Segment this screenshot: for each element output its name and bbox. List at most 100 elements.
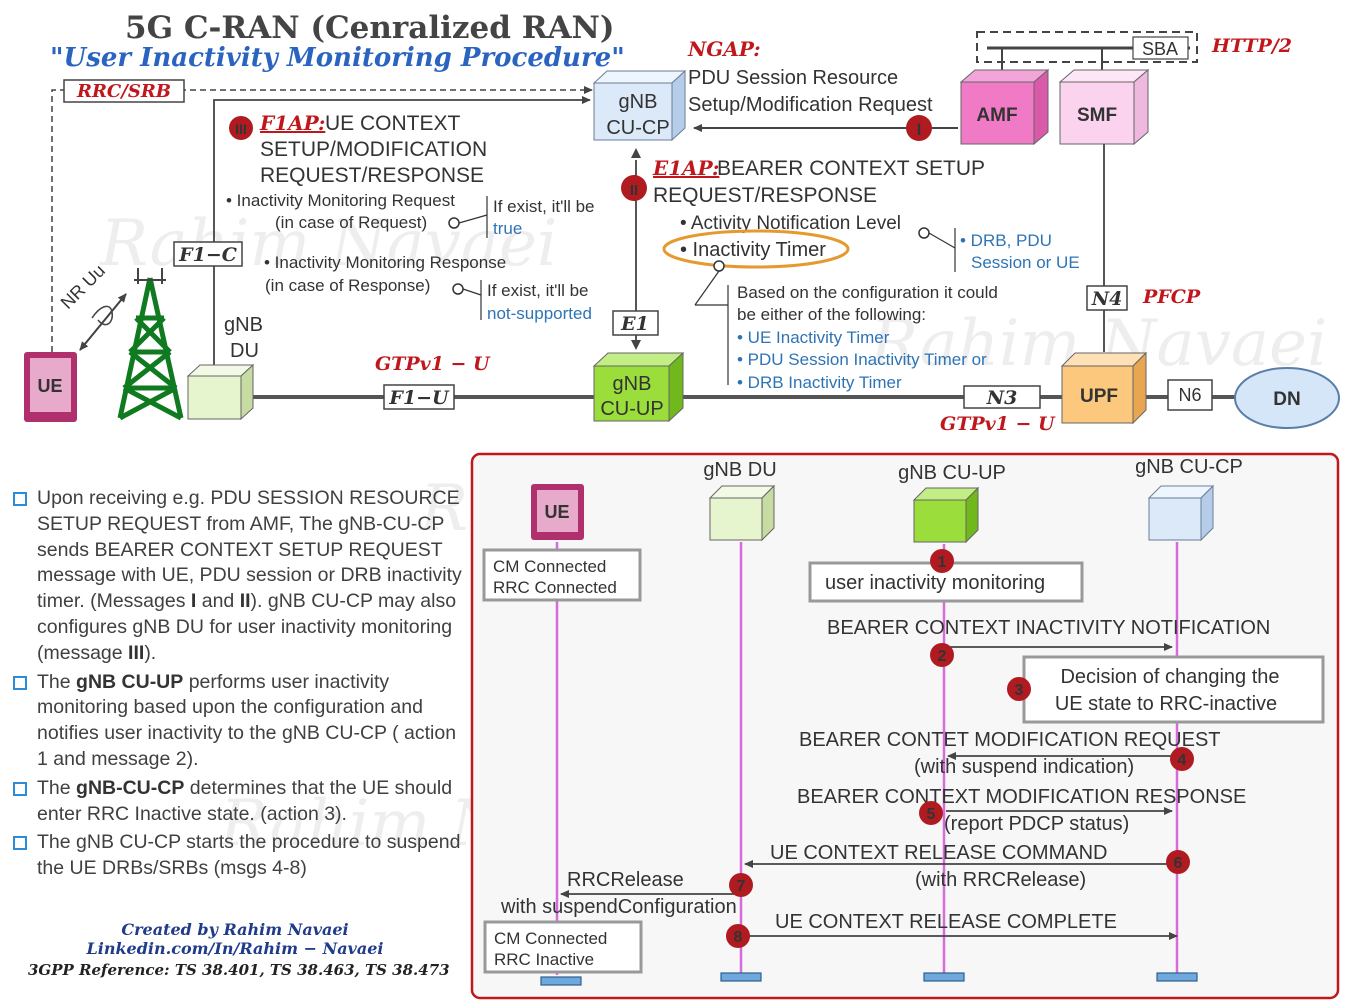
http2-label: HTTP/2 (1211, 35, 1292, 57)
svg-text:• Inactivity Monitoring Respon: • Inactivity Monitoring Response (264, 253, 506, 272)
page-subtitle: "User Inactivity Monitoring Procedure" (50, 43, 625, 73)
svg-text:GTPv1 − U: GTPv1 − U (940, 413, 1056, 435)
ue-state-connected: CM Connected RRC Connected (482, 548, 642, 602)
gnb-cucp-node[interactable]: gNB CU-CP (592, 69, 687, 142)
marker-i: I (906, 115, 932, 141)
upf-node[interactable]: UPF (1060, 351, 1148, 425)
ue-device[interactable]: UE (24, 352, 77, 422)
svg-text:PFCP: PFCP (1142, 286, 1201, 308)
svg-text:I: I (917, 120, 922, 139)
svg-text:E1: E1 (620, 313, 649, 335)
svg-text:UE: UE (544, 502, 569, 522)
svg-text:true: true (493, 219, 522, 238)
svg-text:CM Connected: CM Connected (494, 929, 607, 948)
gnb-cuup-node[interactable]: gNB CU-UP (592, 351, 685, 423)
svg-text:2: 2 (938, 648, 947, 665)
svg-text:REQUEST/RESPONSE: REQUEST/RESPONSE (260, 164, 484, 187)
svg-text:F1AP:: F1AP: (259, 111, 325, 135)
smf-node[interactable]: SMF (1058, 68, 1150, 146)
svg-text:Based on the configuration it: Based on the configuration it could (737, 283, 998, 302)
svg-text:RRC Inactive: RRC Inactive (494, 950, 594, 969)
lifeline-ends (540, 972, 1198, 986)
svg-text:BEARER CONTET MODIFICATION RE: BEARER CONTET MODIFICATION REQUEST (799, 729, 1221, 751)
svg-text:• PDU Session Inactivity Timer: • PDU Session Inactivity Timer or (737, 350, 987, 369)
dn-node[interactable]: DN (1234, 367, 1340, 429)
svg-text:UE CONTEXT RELEASE COMMAND: UE CONTEXT RELEASE COMMAND (770, 842, 1107, 864)
explanation-item: The gNB-CU-CP determines that the UE sho… (12, 776, 467, 828)
svg-text:CM Connected: CM Connected (493, 557, 606, 576)
svg-text:BEARER CONTEXT MODIFICATION R: BEARER CONTEXT MODIFICATION RESPONSE (797, 786, 1246, 808)
msg-7-rrc-release: RRCRelease with suspendConfiguration 7 (500, 869, 753, 918)
gnb-du-node[interactable]: gNB DU (186, 314, 263, 421)
step-3-decision: Decision of changing the UE state to RRC… (1007, 655, 1325, 724)
f1u-label: GTPv1 − U F1−U (375, 353, 491, 410)
msg-5-modification-response: BEARER CONTEXT MODIFICATION RESPONSE (re… (797, 786, 1246, 835)
svg-text:6: 6 (1174, 855, 1183, 872)
svg-text:DN: DN (1273, 389, 1300, 410)
svg-text:• DRB Inactivity Timer: • DRB Inactivity Timer (737, 373, 902, 392)
svg-text:5: 5 (927, 806, 936, 823)
svg-text:F1−U: F1−U (388, 387, 450, 409)
smf-label: SMF (1077, 105, 1117, 126)
svg-text:REQUEST/RESPONSE: REQUEST/RESPONSE (653, 184, 877, 207)
svg-text:gNB: gNB (619, 91, 658, 113)
svg-text:UE state to RRC-inactive: UE state to RRC-inactive (1055, 693, 1277, 715)
svg-text:• Activity Notification Level: • Activity Notification Level (680, 213, 901, 234)
explanation-list: Upon receiving e.g. PDU SESSION RESOURCE… (12, 486, 467, 885)
amf-label: AMF (976, 105, 1017, 126)
svg-text:UPF: UPF (1080, 386, 1118, 407)
f1c-link: F1−C (173, 96, 591, 366)
page-title: 5G C-RAN (Cenralized RAN) (125, 10, 615, 46)
credits: Created by Rahim Navaei Linkedin.com/In/… (0, 920, 470, 980)
seq-lane-cuup: gNB CU-UP (898, 462, 1006, 544)
svg-text:Decision of changing the: Decision of changing the (1060, 666, 1279, 688)
svg-text:CU-CP: CU-CP (606, 117, 669, 139)
svg-text:NR Uu: NR Uu (57, 260, 109, 312)
svg-text:• Inactivity Timer: • Inactivity Timer (680, 239, 826, 261)
svg-text:• UE Inactivity Timer: • UE Inactivity Timer (737, 328, 890, 347)
rrc-srb-label: RRC/SRB (76, 81, 171, 102)
svg-text:F1−C: F1−C (178, 244, 237, 266)
svg-text:GTPv1 − U: GTPv1 − U (375, 353, 491, 375)
svg-text:DU: DU (230, 340, 259, 362)
msg-4-modification-request: BEARER CONTET MODIFICATION REQUEST (with… (799, 729, 1221, 778)
svg-text:E1AP:: E1AP: (652, 156, 719, 180)
f1ap-annotation: III F1AP: UE CONTEXT SETUP/MODIFICATION … (226, 111, 595, 323)
svg-text:RRCRelease: RRCRelease (567, 869, 684, 891)
seq-lane-du: gNB DU (703, 459, 777, 542)
seq-lane-cucp: gNB CU-CP (1135, 456, 1243, 542)
svg-text:• DRB, PDU: • DRB, PDU (960, 231, 1052, 250)
svg-text:gNB DU: gNB DU (703, 459, 776, 481)
explanation-item: The gNB CU-UP performs user inactivity m… (12, 670, 467, 773)
svg-text:Session or UE: Session or UE (971, 253, 1080, 272)
sequence-frame (470, 452, 1340, 1000)
msg-6-release-command: UE CONTEXT RELEASE COMMAND (with RRCRele… (744, 842, 1190, 891)
svg-text:7: 7 (737, 878, 746, 895)
linkedin-link[interactable]: Linkedin.com/In/Rahim − Navaei (86, 939, 384, 958)
svg-text:RRC Connected: RRC Connected (493, 578, 617, 597)
antenna-tower (117, 268, 184, 421)
svg-text:(report PDCP status): (report PDCP status) (944, 813, 1129, 835)
rrc-srb-link: RRC/SRB (51, 79, 593, 352)
amf-node[interactable]: AMF (959, 68, 1050, 146)
svg-text:(in case of Request): (in case of Request) (275, 213, 427, 232)
svg-text:not-supported: not-supported (487, 304, 592, 323)
e1-link: II E1 (612, 148, 659, 350)
svg-text:PDU Session Resource: PDU Session Resource (688, 67, 898, 89)
step-1-monitoring: user inactivity monitoring 1 (808, 549, 1084, 603)
svg-text:If exist, it'll be: If exist, it'll be (493, 197, 595, 216)
svg-text:SETUP/MODIFICATION: SETUP/MODIFICATION (260, 138, 487, 161)
svg-text:with suspendConfiguration: with suspendConfiguration (500, 896, 737, 918)
n6-label: N6 (1167, 379, 1213, 411)
explanation-item: Upon receiving e.g. PDU SESSION RESOURCE… (12, 486, 467, 667)
e1ap-annotation: E1AP: BEARER CONTEXT SETUP REQUEST/RESPO… (652, 156, 1080, 392)
svg-text:BEARER CONTEXT INACTIVITY NOT: BEARER CONTEXT INACTIVITY NOTIFICATION (827, 617, 1270, 639)
sba-label: SBA (1142, 39, 1178, 59)
svg-text:UE CONTEXT RELEASE COMPLETE: UE CONTEXT RELEASE COMPLETE (775, 911, 1117, 933)
svg-text:N3: N3 (986, 387, 1018, 409)
svg-text:If exist, it'll be: If exist, it'll be (487, 281, 589, 300)
lifelines (555, 542, 1179, 975)
svg-text:(with RRCRelease): (with RRCRelease) (915, 869, 1086, 891)
seq-lane-ue: UE (531, 484, 584, 540)
